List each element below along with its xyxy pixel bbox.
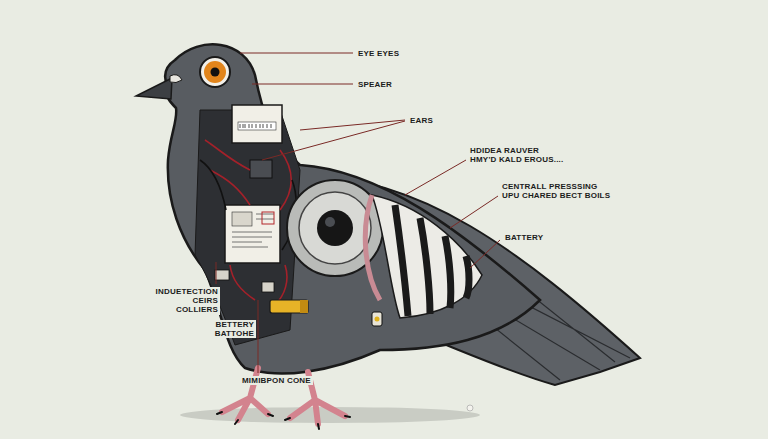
callout-label: INDUETECTION CEIRS COLLIERS xyxy=(150,287,220,315)
callout-label: EARS xyxy=(408,116,435,125)
callout-label: SPEAER xyxy=(356,80,394,89)
callout-label: MIMIBPON CONE xyxy=(240,376,313,385)
callout-label: HDIDEA RAUVER HMY'D KALD EROUS.... xyxy=(468,146,568,164)
callout-label: BETTERY BATTOHE xyxy=(196,320,256,338)
callout-label: EYE EYES xyxy=(356,49,401,58)
callout-label: BATTERY xyxy=(503,233,545,242)
callout-label: CENTRALL PRESSSING UPU CHARED BECT BOILS xyxy=(500,182,614,200)
